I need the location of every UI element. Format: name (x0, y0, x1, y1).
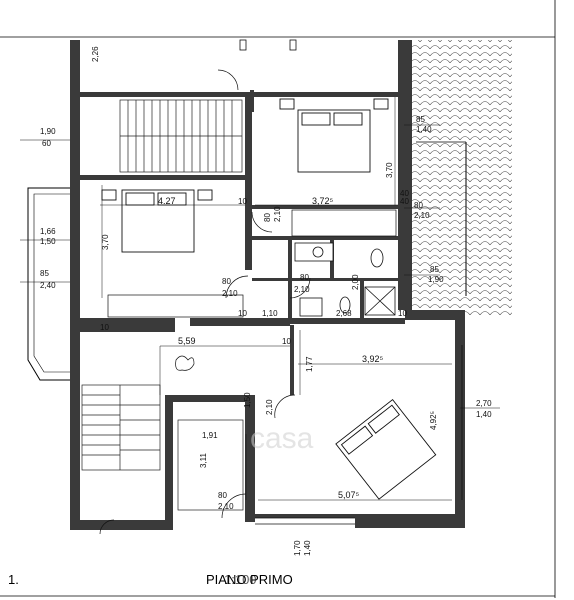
bed-left (101, 189, 213, 253)
dimension-label: 2,68 (336, 309, 352, 318)
exterior-walls (70, 40, 465, 530)
dimension-label: 3,92⁵ (362, 354, 384, 364)
dimension-label: 2,10 (273, 206, 282, 222)
dimension-label: 1,40 (303, 540, 312, 556)
dimension-label: 1,66 (40, 227, 56, 236)
dimension-label: 5,07⁵ (338, 490, 360, 500)
dimension-label: 1,50 (40, 237, 56, 246)
dimension-label: 10 (238, 197, 247, 206)
dimension-label: 85 (416, 115, 425, 124)
dimension-label: 2,10 (222, 289, 238, 298)
dimension-label: 1,70 (293, 540, 302, 556)
caption-title: PIANO PRIMO (206, 572, 293, 587)
dimension-label: 2,70 (476, 399, 492, 408)
roof-terrace-hatch (412, 40, 512, 318)
door-swings (99, 69, 311, 535)
dimension-label: 80 (414, 201, 423, 210)
bathroom-fixtures (294, 242, 396, 317)
dimension-label: 3,70 (101, 234, 110, 250)
dimension-label: 3,11 (199, 452, 208, 468)
dimension-label: 1,91 (202, 431, 218, 440)
dimension-label: 10 (238, 309, 247, 318)
dimension-label: 5,59 (178, 336, 196, 346)
dimension-label: 1,90 (40, 127, 56, 136)
wardrobes (107, 209, 397, 318)
dimension-label: 2,10 (265, 399, 274, 415)
dimension-label: 10 (398, 309, 407, 318)
lower-staircase (81, 384, 244, 511)
dimension-label: 2,10 (218, 502, 234, 511)
dimension-lines (20, 97, 500, 501)
watermark-logo: casa (250, 422, 314, 455)
bed-rotated (335, 399, 437, 500)
dimension-label: 40 (400, 189, 409, 198)
dimension-label: 80 (300, 273, 309, 282)
dimension-label: 4,92⁵ (429, 411, 438, 430)
dimension-label: 2,00 (351, 274, 360, 290)
dimension-label: 2,40 (40, 281, 56, 290)
dimension-label: 2,10 (414, 211, 430, 220)
dimension-label: 2,26 (91, 46, 100, 62)
dimension-label: 80 (222, 277, 231, 286)
dimension-label: 10 (100, 323, 109, 332)
dimension-label: 1,10 (262, 309, 278, 318)
dimension-label: 80 (218, 491, 227, 500)
dimension-label: 1,90 (428, 275, 444, 284)
balcony-outline (27, 187, 70, 381)
balcony-inner (33, 193, 70, 373)
caption-number: 1. (8, 572, 19, 587)
dimension-label: 85 (40, 269, 49, 278)
windows (239, 39, 463, 525)
dimension-label: 85 (430, 265, 439, 274)
plant (175, 355, 195, 371)
dimension-label: 40 (400, 197, 409, 206)
dimension-label: 2,10 (294, 285, 310, 294)
dimension-label: 1,50 (243, 392, 252, 408)
dimension-label: 10 (282, 337, 291, 346)
dimension-label: 80 (263, 213, 272, 222)
bed-top-right (279, 98, 389, 173)
dimension-label: 60 (42, 139, 51, 148)
dimension-labels: 2,26 1,90 60 1,66 1,50 85 2,40 4.27 3,70… (40, 46, 492, 556)
dimension-label: 3,70 (385, 162, 394, 178)
caption-overprint: 1:100 (224, 572, 257, 587)
upper-staircase (119, 99, 243, 173)
dimension-label: 3,72⁵ (312, 196, 334, 206)
interior-walls (80, 90, 398, 395)
dimension-label: 1,40 (416, 125, 432, 134)
dimension-label: 1,77 (305, 356, 314, 372)
dimension-label: 4.27 (158, 196, 176, 206)
dimension-label: 1,40 (476, 410, 492, 419)
